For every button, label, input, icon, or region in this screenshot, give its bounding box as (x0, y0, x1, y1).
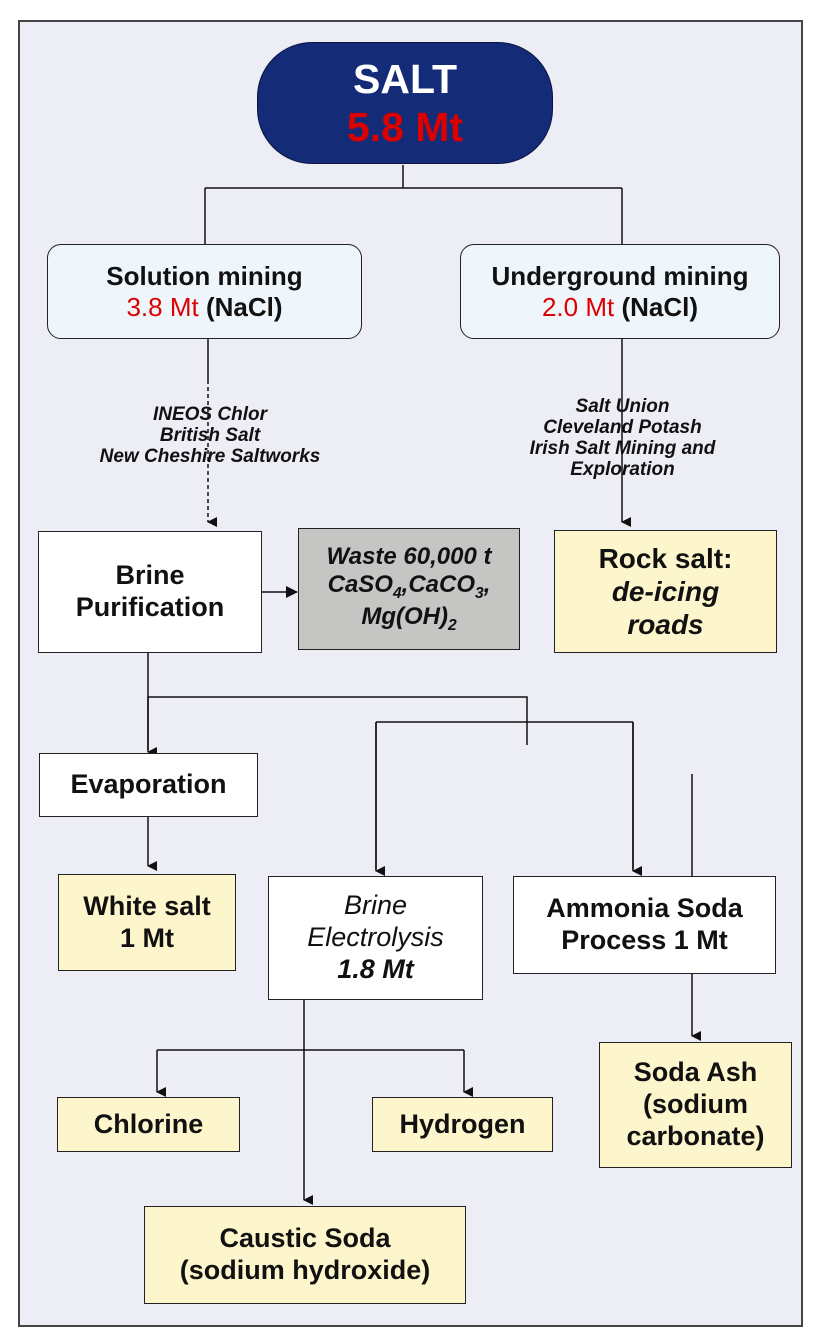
solution-mining-formula: (NaCl) (205, 291, 283, 322)
company-exploration: Exploration (570, 458, 675, 480)
ammonia-soda-node: Ammonia Soda Process 1 Mt (513, 876, 776, 974)
purification-split-connector (147, 653, 528, 750)
brine-electrolysis-node: Brine Electrolysis 1.8 Mt (268, 876, 483, 1000)
hydrogen-label: Hydrogen (399, 1108, 526, 1139)
brine-electrolysis-amount: 1.8 Mt (337, 953, 414, 984)
solution-mining-amount: 3.8 Mt (126, 291, 199, 322)
waste-amount: Waste 60,000 t (326, 542, 492, 570)
rock-salt-title: Rock salt: (598, 542, 733, 574)
evaporation-node: Evaporation (39, 753, 258, 817)
rock-salt-use-2: roads (627, 609, 704, 641)
company-ineos-chlor: INEOS Chlor (152, 404, 267, 425)
soda-ash-desc-1: (sodium (643, 1089, 748, 1120)
caustic-soda-desc: (sodium hydroxide) (179, 1255, 431, 1285)
salt-node: SALT 5.8 Mt (257, 42, 553, 164)
salt-amount: 5.8 Mt (346, 104, 464, 150)
company-irish-salt-mining: Irish Salt Mining and (529, 437, 716, 459)
underground-mining-title: Underground mining (491, 260, 749, 291)
ammonia-soda-line2: Process 1 Mt (561, 925, 728, 955)
soda-ash-title: Soda Ash (633, 1057, 758, 1088)
company-british-salt: British Salt (159, 424, 261, 446)
electrolysis-ammonia-split (375, 721, 634, 869)
caustic-soda-node: Caustic Soda (sodium hydroxide) (144, 1206, 466, 1304)
salt-title: SALT (352, 55, 457, 102)
brine-purification-node: Brine Purification (38, 531, 262, 653)
company-cleveland-potash: Cleveland Potash (543, 416, 702, 438)
salt-split-connector (204, 165, 623, 244)
solution-mining-title: Solution mining (106, 260, 303, 291)
brine-purification-line2: Purification (75, 592, 225, 622)
solution-mining-node: Solution mining 3.8 Mt (NaCl) (47, 244, 362, 339)
underground-mining-node: Underground mining 2.0 Mt (NaCl) (460, 244, 780, 339)
chlorine-label: Chlorine (93, 1108, 204, 1139)
soda-ash-desc-2: carbonate) (626, 1120, 765, 1151)
underground-mining-amount: 2.0 Mt (541, 291, 615, 322)
company-new-cheshire-saltworks: New Cheshire Saltworks (99, 445, 321, 467)
rock-salt-node: Rock salt: de-icing roads (554, 530, 777, 653)
white-salt-title: White salt (83, 890, 211, 921)
waste-formula-2: Mg(OH)2 (361, 603, 457, 634)
brine-electrolysis-line1: Brine (343, 890, 408, 921)
waste-node: Waste 60,000 t CaSO4,CaCO3, Mg(OH)2 (298, 528, 520, 650)
hydrogen-node: Hydrogen (372, 1097, 553, 1152)
waste-formula-1: CaSO4,CaCO3, (327, 570, 491, 602)
company-salt-union: Salt Union (575, 396, 670, 417)
evaporation-label: Evaporation (70, 769, 227, 800)
rock-salt-use-1: de-icing (611, 575, 720, 607)
chlorine-node: Chlorine (57, 1097, 240, 1152)
underground-companies: Salt Union Cleveland Potash Irish Salt M… (475, 396, 770, 481)
soda-ash-node: Soda Ash (sodium carbonate) (599, 1042, 792, 1168)
ammonia-soda-line1: Ammonia Soda (546, 893, 743, 924)
caustic-soda-title: Caustic Soda (219, 1223, 391, 1254)
solution-companies: INEOS Chlor British Salt New Cheshire Sa… (60, 404, 360, 468)
brine-electrolysis-line2: Electrolysis (307, 922, 444, 953)
white-salt-amount: 1 Mt (120, 922, 174, 953)
white-salt-node: White salt 1 Mt (58, 874, 236, 971)
underground-mining-formula: (NaCl) (621, 291, 699, 322)
brine-purification-line1: Brine (115, 560, 185, 591)
